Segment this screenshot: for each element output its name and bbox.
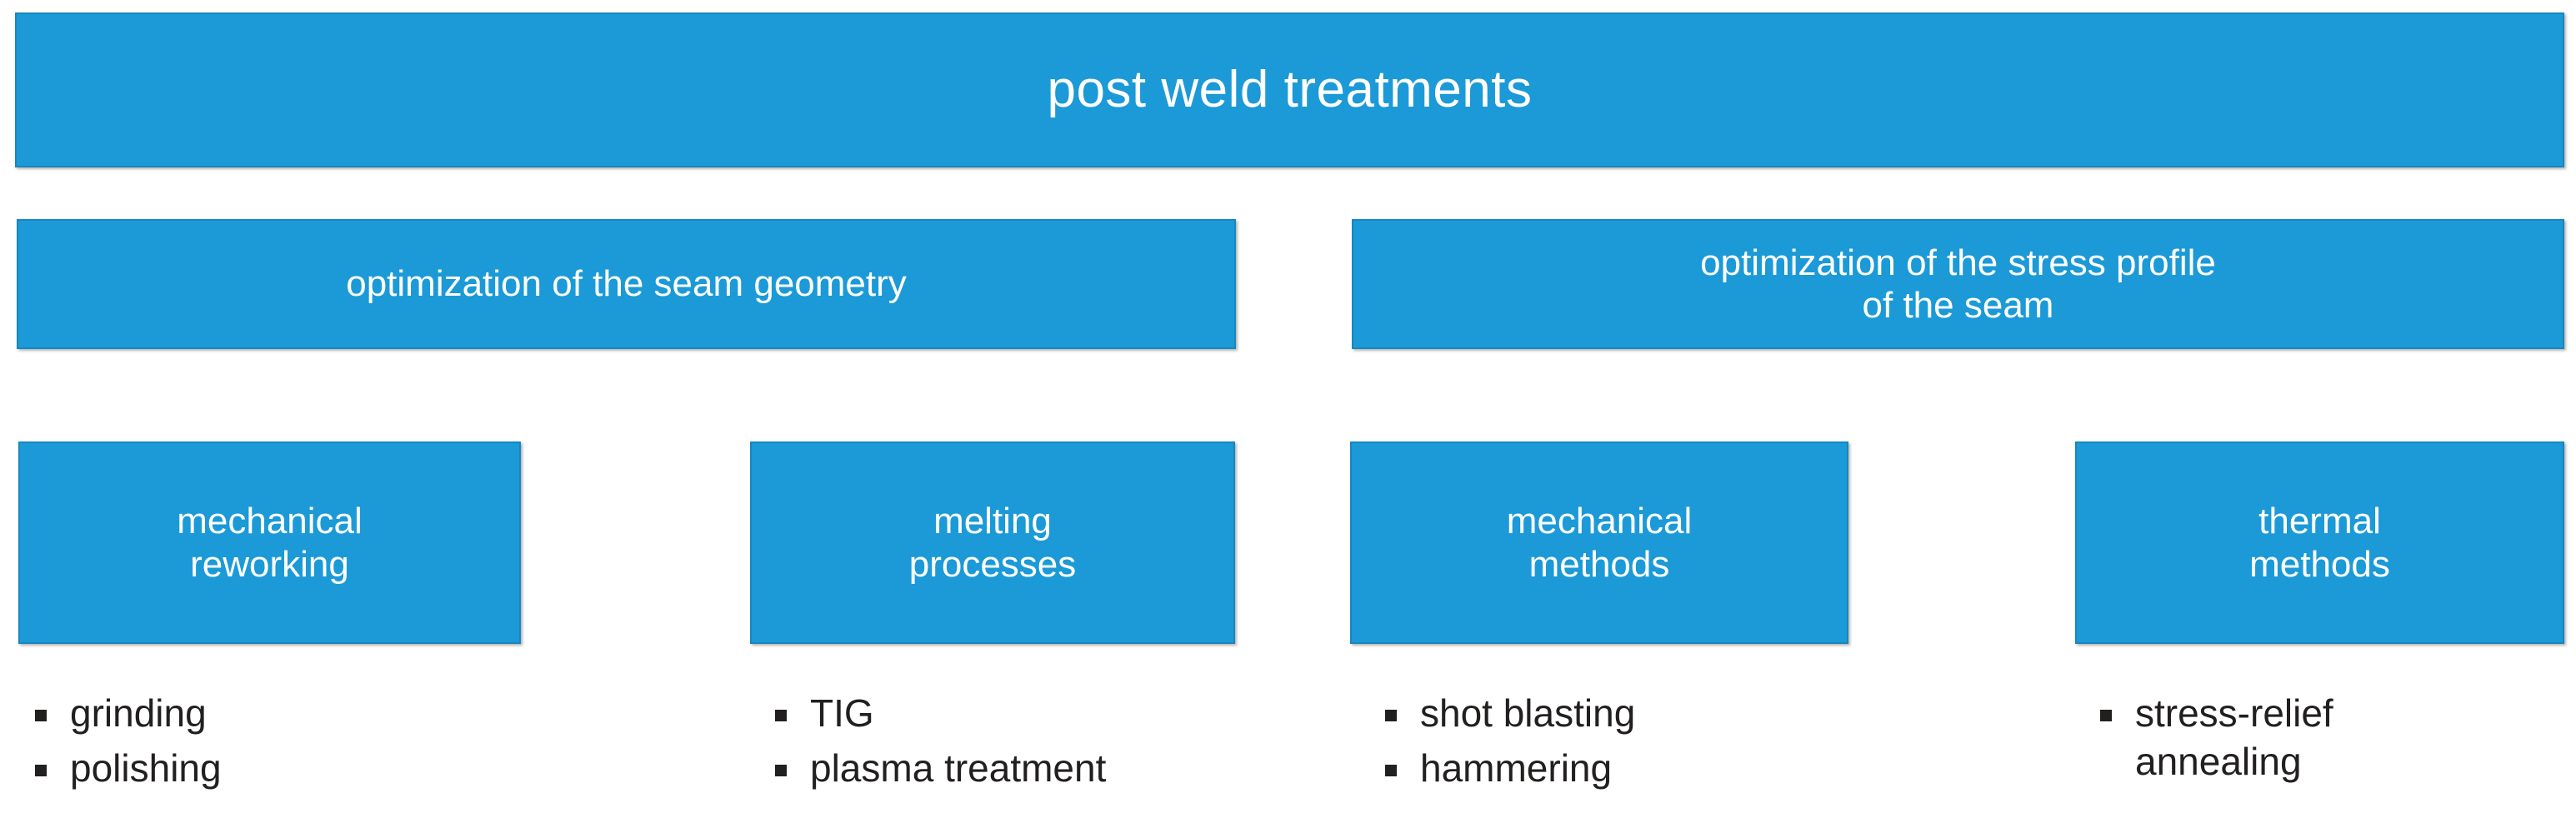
root-node-label: post weld treatments xyxy=(1047,61,1533,119)
list-item-label: shot blasting xyxy=(1420,691,1636,735)
list-item-label: plasma treatment xyxy=(810,746,1107,790)
list-item: polishing xyxy=(35,745,502,793)
root-node-post-weld-treatments: post weld treatments xyxy=(15,12,2564,167)
list-item: plasma treatment xyxy=(775,745,1275,793)
list-item-label: hammering xyxy=(1420,746,1613,790)
square-bullet-icon xyxy=(1385,710,1397,721)
category-node-label: thermal methods xyxy=(2249,501,2390,585)
square-bullet-icon xyxy=(2100,710,2112,721)
bullet-list-mechanical-reworking: grinding polishing xyxy=(35,690,502,800)
category-node-label: mechanical reworking xyxy=(177,501,363,585)
bullet-list-mechanical-methods: shot blasting hammering xyxy=(1385,690,1885,800)
category-node-label: melting processes xyxy=(908,501,1077,585)
square-bullet-icon xyxy=(35,710,47,721)
square-bullet-icon xyxy=(1385,764,1397,776)
category-node-melting-processes: melting processes xyxy=(750,441,1235,644)
category-node-label: mechanical methods xyxy=(1506,501,1693,585)
branch-node-stress-profile: optimization of the stress profile of th… xyxy=(1352,219,2564,349)
square-bullet-icon xyxy=(775,710,787,721)
category-node-thermal-methods: thermal methods xyxy=(2075,441,2564,644)
list-item: hammering xyxy=(1385,745,1885,793)
bullet-list-thermal-methods: stress-relief annealing xyxy=(2100,690,2576,793)
list-item: stress-relief annealing xyxy=(2100,690,2576,786)
list-item-label: stress-relief annealing xyxy=(2135,691,2333,783)
list-item-label: grinding xyxy=(70,691,207,735)
list-item: grinding xyxy=(35,690,502,738)
branch-node-label: optimization of the seam geometry xyxy=(346,263,907,305)
category-node-mechanical-methods: mechanical methods xyxy=(1350,441,1848,644)
list-item: TIG xyxy=(775,690,1275,738)
bullet-list-melting-processes: TIG plasma treatment xyxy=(775,690,1275,800)
square-bullet-icon xyxy=(775,764,787,776)
list-item: shot blasting xyxy=(1385,690,1885,738)
list-item-label: TIG xyxy=(810,691,874,735)
square-bullet-icon xyxy=(35,764,47,776)
branch-node-label: optimization of the stress profile of th… xyxy=(1700,242,2216,326)
category-node-mechanical-reworking: mechanical reworking xyxy=(18,441,521,644)
branch-node-seam-geometry: optimization of the seam geometry xyxy=(17,219,1236,349)
list-item-label: polishing xyxy=(70,746,222,790)
